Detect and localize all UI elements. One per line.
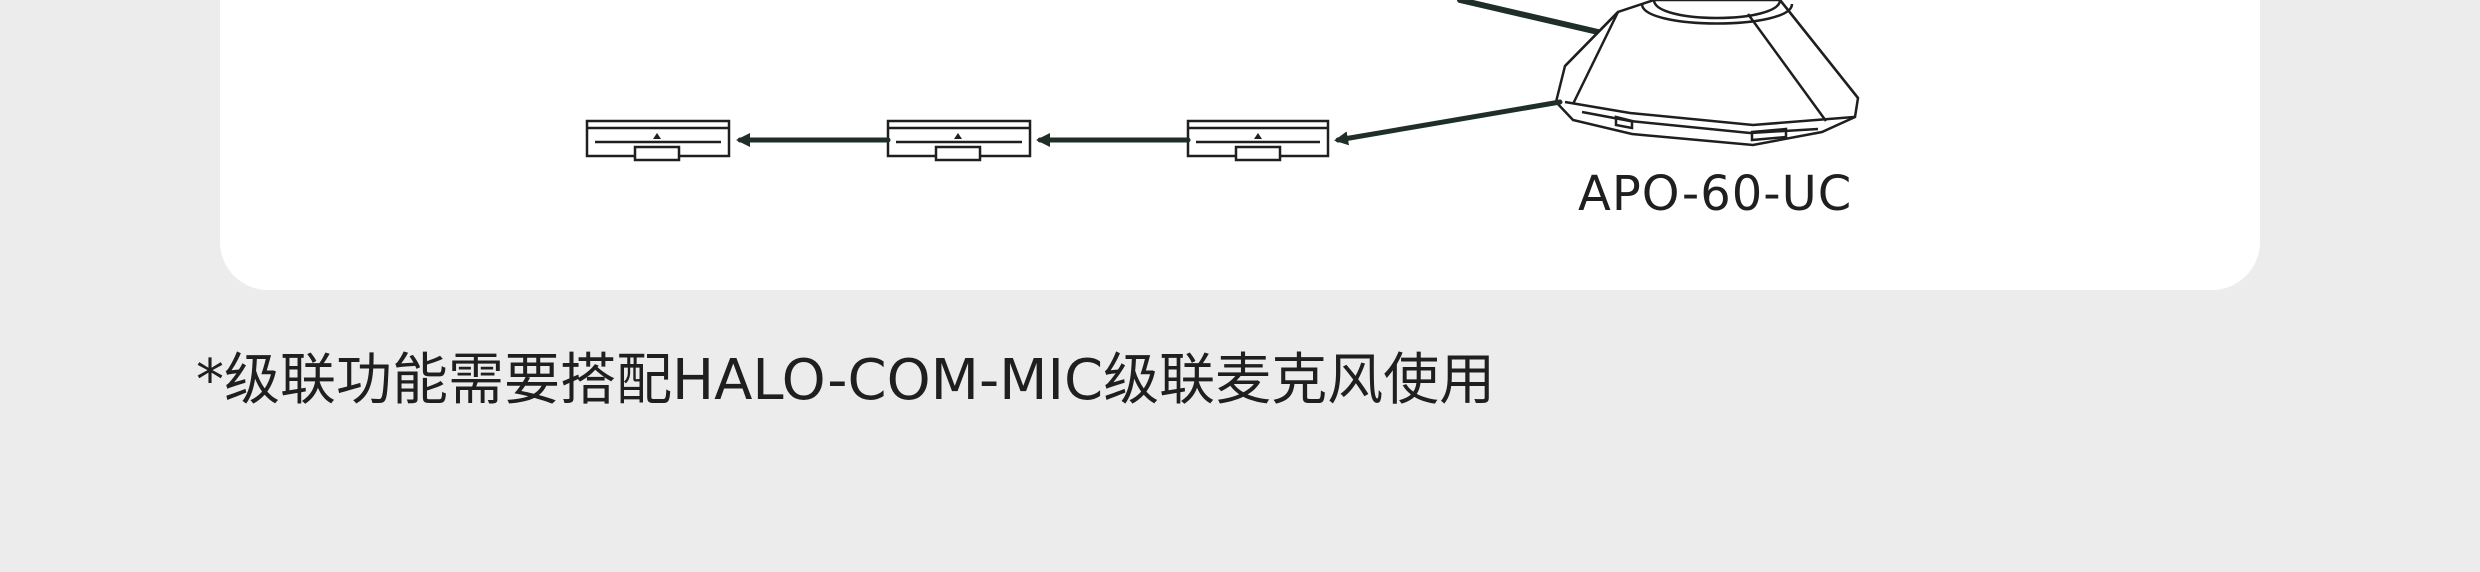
upper-connection-line: [1457, 0, 1601, 35]
main-device-label: APO-60-UC: [1578, 166, 1853, 222]
arrow-main-to-mic-3: [1334, 99, 1563, 146]
apo-60-uc-device: [1554, 0, 1860, 147]
cascade-mic-1: [585, 119, 731, 162]
cascade-mic-2: [886, 119, 1032, 162]
cascade-footnote: *级联功能需要搭配HALO-COM-MIC级联麦克风使用: [196, 348, 1496, 413]
cascade-mic-3: [1186, 119, 1330, 162]
